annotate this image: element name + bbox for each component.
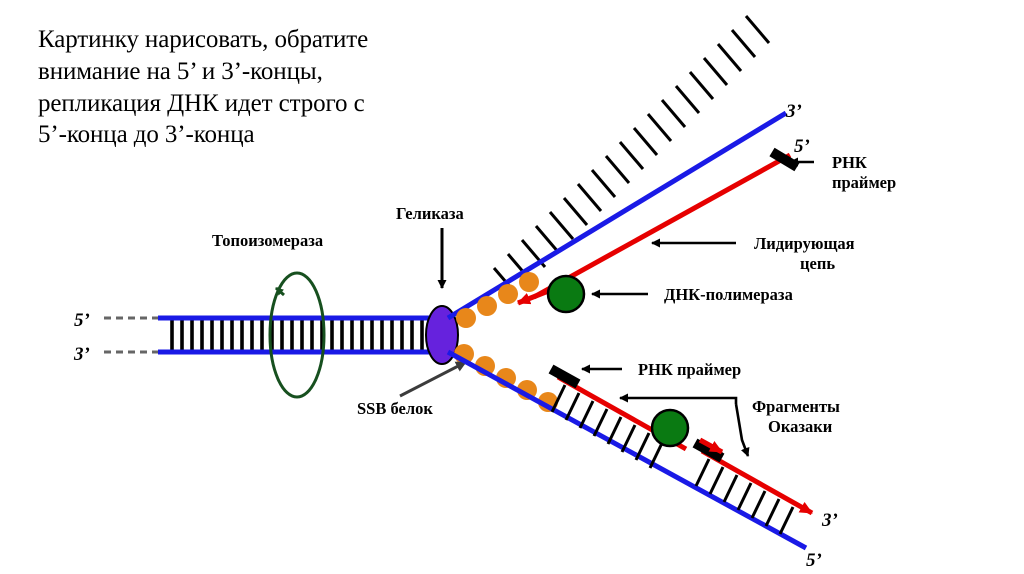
- ssb-dot: [477, 296, 497, 316]
- leading-strand-label-group: Лидирующая цепь: [651, 234, 855, 273]
- ssb-dot: [498, 284, 518, 304]
- parental-duplex: 5’ 3’: [73, 310, 440, 365]
- okazaki-label-line1: Фрагменты: [752, 397, 840, 416]
- ssb-pointer-arrow: [399, 360, 467, 398]
- lagging-template-strand: [446, 349, 808, 551]
- topoisomerase-label: Топоизомераза: [212, 231, 323, 250]
- helicase-label: Геликаза: [396, 204, 464, 223]
- rna-primer-bottom-label: РНК праймер: [638, 360, 741, 379]
- rna-primer-okazaki-2: [692, 438, 725, 463]
- dna-polymerase-lagging-group: [650, 408, 724, 455]
- dna-polymerase-leading-group: ДНК-полимераза: [546, 274, 793, 314]
- rna-primer-bottom-label-group: РНК праймер: [581, 360, 741, 379]
- end-label-left-bottom: 3’: [73, 344, 90, 365]
- leading-new-strand: [532, 152, 792, 300]
- helicase-ellipse: [425, 305, 459, 365]
- base-pair-rungs-okazaki-2: [694, 458, 795, 535]
- dna-polymerase-circle-lagging: [650, 408, 690, 448]
- okazaki-label-group: Фрагменты Оказаки: [619, 393, 840, 457]
- ssb-dot: [456, 308, 476, 328]
- leading-strand-label-line2: цепь: [800, 254, 835, 273]
- end-label-upper-red: 5’: [794, 136, 810, 157]
- base-pair-rungs-horizontal: [170, 318, 432, 352]
- leading-strand-arm: 3’ 5’: [446, 15, 810, 321]
- lagging-strand-arm: 3’ 5’: [446, 349, 838, 571]
- okazaki-label-line2: Оказаки: [768, 417, 833, 436]
- intro-caption: Картинку нарисовать, обратите внимание н…: [38, 26, 369, 149]
- rna-primer-okazaki-1: [548, 364, 581, 389]
- end-label-left-top: 5’: [74, 310, 90, 331]
- end-label-lower-blue: 5’: [806, 550, 822, 571]
- dna-polymerase-circle-leading: [546, 274, 586, 314]
- okazaki-fragment-2-strand: [700, 448, 814, 516]
- rna-primer-top-label-line1: РНК: [832, 153, 867, 172]
- helicase-group: Геликаза: [396, 204, 464, 365]
- ssb-protein-label: SSB белок: [357, 399, 433, 418]
- ssb-dots-upper: [456, 272, 539, 328]
- lagging-synthesis-arrow: [698, 437, 724, 455]
- base-pair-rungs-okazaki-1: [550, 384, 665, 469]
- topoisomerase-rotation-arrow: [275, 286, 285, 297]
- leading-template-strand: [446, 110, 788, 321]
- dna-polymerase-label: ДНК-полимераза: [664, 285, 793, 304]
- ssb-protein-group: SSB белок: [357, 360, 467, 418]
- topoisomerase-ellipse: [268, 271, 326, 399]
- rna-primer-top-label-line2: праймер: [832, 173, 896, 192]
- leading-strand-label-line1: Лидирующая: [754, 234, 855, 253]
- rna-primer-top-label-group: РНК праймер: [789, 153, 896, 192]
- end-label-upper-blue: 3’: [785, 101, 802, 122]
- okazaki-pointer-lower: [734, 403, 750, 457]
- ssb-dot: [519, 272, 539, 292]
- base-pair-rungs-leading: [492, 15, 771, 296]
- end-label-lower-red: 3’: [821, 510, 838, 531]
- okazaki-pointer-upper: [619, 393, 738, 404]
- topoisomerase-group: Топоизомераза: [212, 231, 326, 399]
